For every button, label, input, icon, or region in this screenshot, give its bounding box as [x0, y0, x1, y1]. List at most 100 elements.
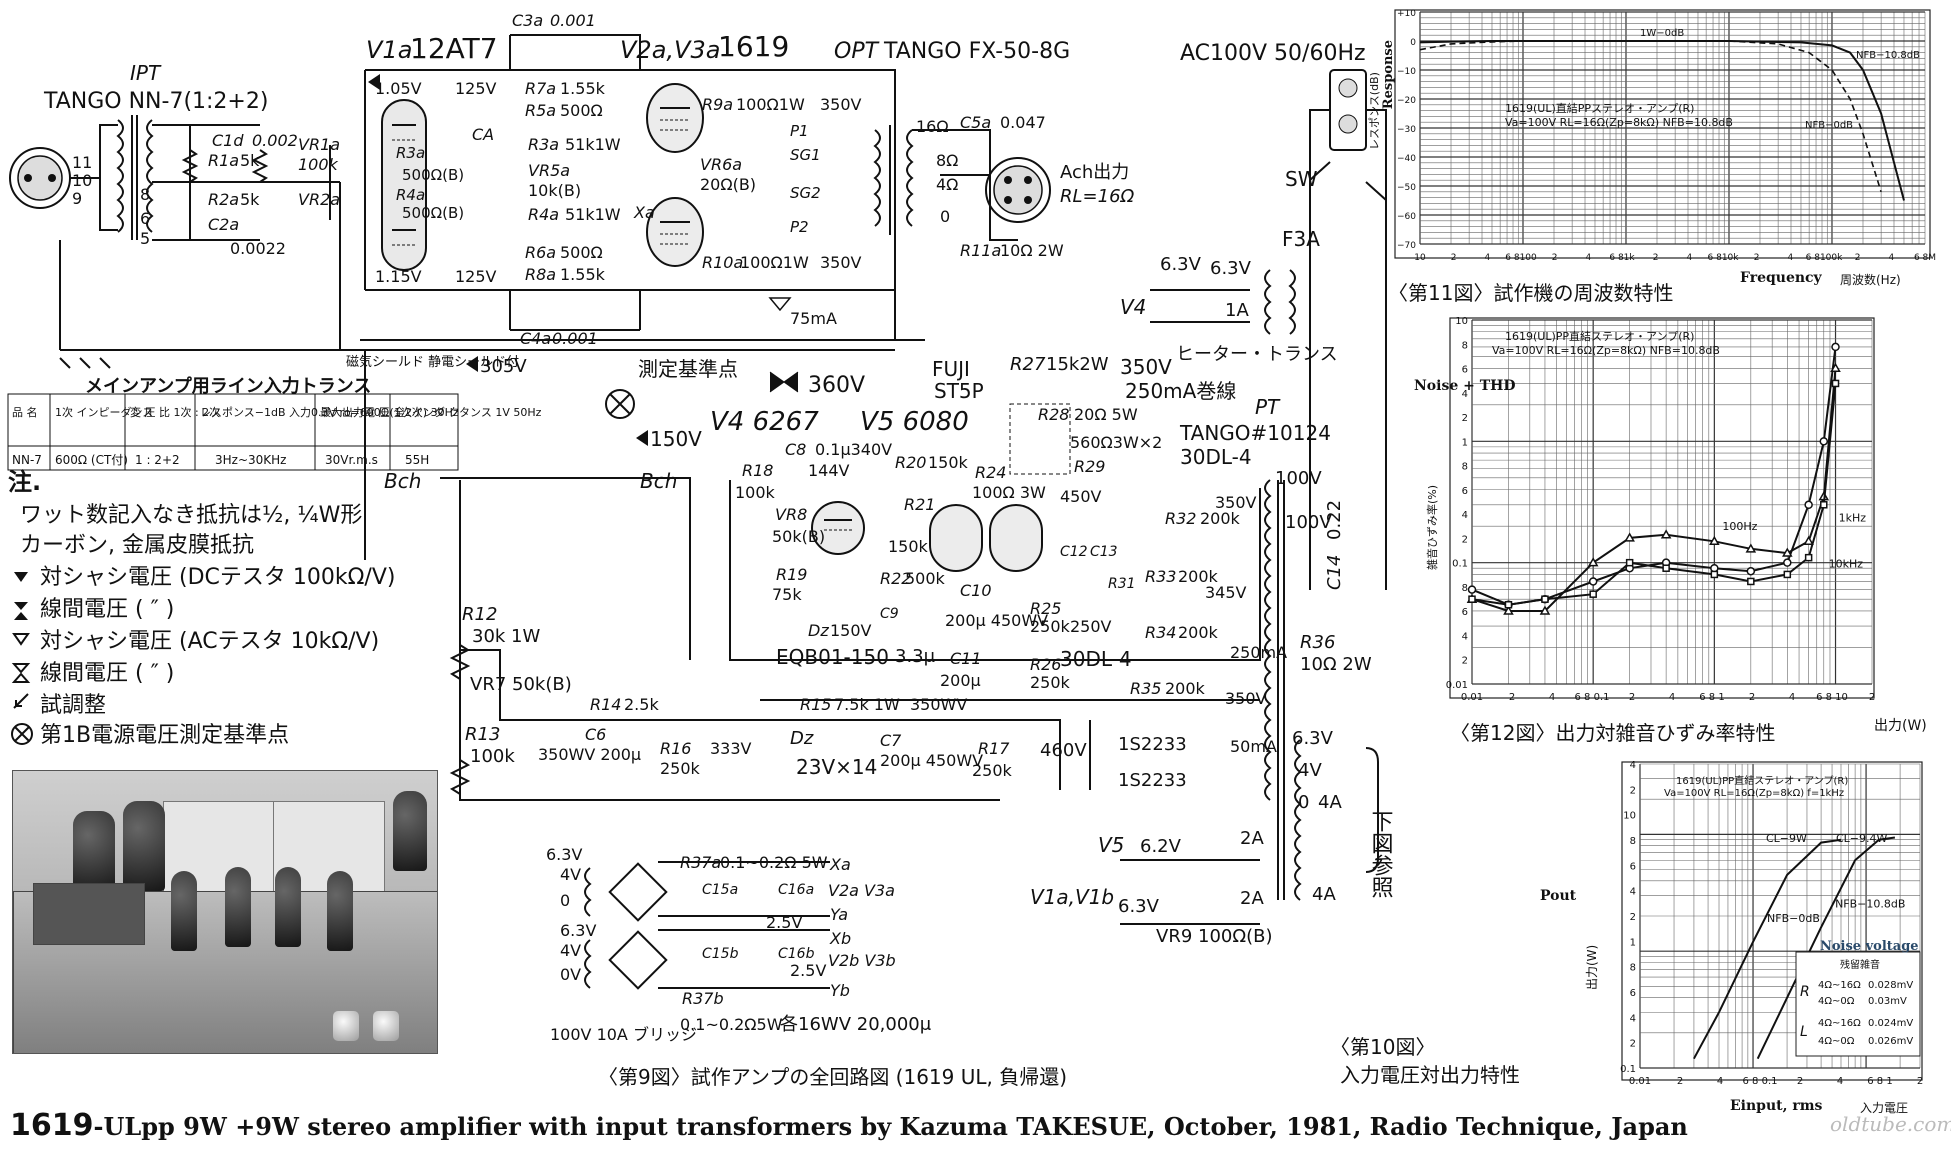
- arrow-left-icon: [368, 74, 380, 90]
- y-tick-label: 4: [1462, 631, 1468, 642]
- v1ab-heater-label: V1a,V1b: [1030, 885, 1114, 909]
- r4a-b-label: R4a: [528, 205, 559, 224]
- sec-0: 0: [1298, 792, 1309, 813]
- c5a-label: C5a: [960, 113, 991, 132]
- r32-value: 200k: [1200, 509, 1241, 528]
- bridge-note: 100V 10A ブリッジ: [550, 1025, 697, 1044]
- r28-label: R28: [1038, 405, 1069, 424]
- tap-16: 16Ω: [916, 117, 949, 136]
- nv-val-3: 0.024mV: [1868, 1018, 1913, 1029]
- y-tick-label: 2: [1462, 413, 1468, 424]
- dz2-label: Dz: [790, 728, 814, 749]
- caption-model: 1619: [10, 1108, 94, 1143]
- r16-label: R16: [660, 739, 691, 758]
- y-tick-label: 8: [1462, 583, 1468, 594]
- v144-label: 144V: [808, 461, 850, 480]
- r13-value: 100k: [470, 746, 515, 767]
- nv-val-1: 0.028mV: [1868, 980, 1913, 991]
- y-tick-label: 4: [1630, 760, 1636, 771]
- y-tick-label: 6: [1630, 861, 1636, 872]
- heater-transformer-label: ヒーター・トランス: [1176, 344, 1338, 365]
- r15-label: R15: [800, 695, 831, 714]
- c13-label: C13: [1090, 544, 1118, 560]
- y-tick-label: 8: [1630, 836, 1636, 847]
- fig11-ann-1w: 1W−0dB: [1640, 28, 1684, 39]
- pt-label: PT: [1255, 395, 1281, 419]
- r3a-value: 500Ω(B): [402, 166, 464, 184]
- vr8-label: VR8: [775, 505, 807, 524]
- data-point: [1468, 595, 1476, 603]
- y-tick-label: 0.1: [1452, 559, 1468, 570]
- v345-label: 345V: [1205, 583, 1247, 602]
- c11-value: 200μ: [940, 671, 981, 690]
- r34-value: 200k: [1178, 623, 1219, 642]
- input-transformer: [70, 115, 154, 240]
- r16-value: 250k: [660, 759, 701, 778]
- v360-label: 360V: [808, 373, 865, 398]
- v2b-v3b-label: V2b V3b: [828, 951, 896, 970]
- xa-out-label: Xa: [829, 855, 851, 874]
- vr1a-label: VR1a: [298, 135, 340, 154]
- y-tick-label: −40: [1397, 154, 1416, 164]
- x-tick-label: 4: [1549, 692, 1555, 703]
- data-point: [1541, 595, 1549, 603]
- series-label-1: NFB−0dB: [1767, 912, 1820, 925]
- y-tick-label: −30: [1397, 125, 1416, 135]
- c7-label: C7: [880, 731, 902, 750]
- r33-value: 200k: [1178, 567, 1219, 586]
- nv-val-4: 0.026mV: [1868, 1036, 1913, 1047]
- photo-knob-1: [333, 1011, 359, 1041]
- sec-63v: 6.3V: [1292, 728, 1334, 749]
- note-7: 試調整: [40, 693, 106, 718]
- vr8-value: 50k(B): [772, 527, 825, 546]
- x-tick-label: 4: [1585, 253, 1591, 263]
- c6-label: C6: [585, 725, 606, 744]
- y-tick-label: −60: [1397, 212, 1416, 222]
- note-4: 線間電圧 ( ″ ): [40, 597, 174, 622]
- pin-5: 5: [140, 229, 150, 248]
- x-tick-label: 2: [1797, 1076, 1803, 1087]
- ca-label: CA: [472, 125, 494, 144]
- tube-6080: [929, 504, 1043, 572]
- st5p-label: ST5P: [934, 379, 984, 403]
- note-2: カーボン, 金属皮膜抵抗: [20, 533, 254, 558]
- y-tick-label: 4: [1630, 1013, 1636, 1024]
- v2a-label: V2a,V3a: [620, 36, 720, 64]
- pin-9: 9: [72, 189, 82, 208]
- bridge-0v: 0V: [560, 965, 581, 984]
- x-tick-label: 4: [1686, 253, 1692, 263]
- c2a-value: 0.0022: [230, 239, 286, 258]
- v2a-v3a-label: V2a V3a: [828, 881, 895, 900]
- fig10-title: 1619(UL)PP直結ステレオ・アンプ(R): [1676, 774, 1848, 787]
- sec-4ab: 4A: [1312, 884, 1336, 905]
- watermark: oldtube.com: [1830, 1112, 1951, 1136]
- y-tick-label: 2: [1630, 1039, 1636, 1050]
- r3a-label: R3a: [396, 144, 425, 162]
- vr6a-value: 20Ω(B): [700, 175, 756, 194]
- fuji-label: FUJI: [932, 357, 970, 381]
- c14-value: 0.22: [1324, 500, 1345, 540]
- r20-value: 150k: [928, 453, 969, 472]
- tube-1619-b: [646, 197, 704, 267]
- c14-label: C14: [1324, 555, 1345, 590]
- data-point: [1820, 501, 1828, 509]
- r27-label: R27: [1010, 354, 1046, 375]
- x-tick-label: 2: [1749, 692, 1755, 703]
- r5a-label: R5a: [525, 101, 556, 120]
- vr5a-value: 10k(B): [528, 181, 581, 200]
- measure-point-label: 測定基準点: [638, 357, 738, 381]
- v150-label: 150V: [650, 427, 702, 451]
- x-tick-label: 6 8 1: [1699, 692, 1724, 703]
- sec-4a: 4A: [1318, 792, 1342, 813]
- y-tick-label: 6: [1462, 486, 1468, 497]
- y-tick-label: +10: [1397, 9, 1416, 19]
- table-cell-name: NN-7: [12, 453, 42, 467]
- data-point: [1503, 605, 1514, 615]
- r4a-label: R4a: [396, 186, 425, 204]
- x-tick-label: 0.01: [1461, 692, 1483, 703]
- photo-tube-5: [225, 867, 251, 947]
- diode-2-label: 1S2233: [1118, 770, 1187, 791]
